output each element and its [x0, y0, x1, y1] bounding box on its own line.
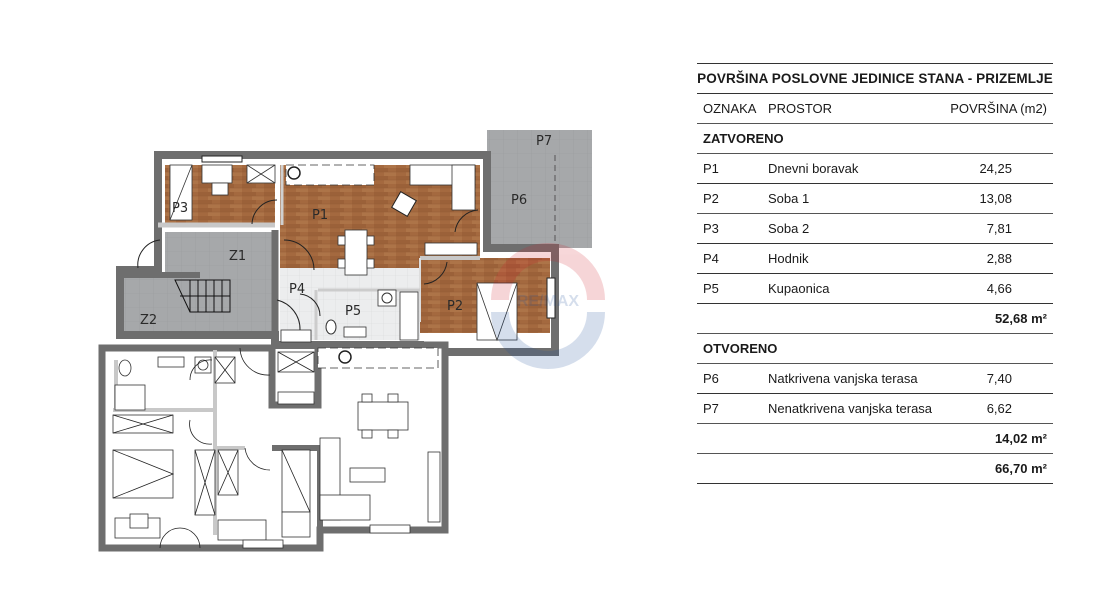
room-label-p2: P2	[447, 299, 463, 314]
subtotal-open: 14,02 m²	[697, 424, 1053, 454]
table-row: P6 Natkrivena vanjska terasa 7,40	[697, 364, 1053, 394]
subtotal-closed: 52,68 m²	[697, 304, 1053, 334]
room-label-p7: P7	[536, 134, 552, 149]
lower-unit	[98, 341, 449, 552]
table-row: P2 Soba 1 13,08	[697, 184, 1053, 214]
header-space: PROSTOR	[768, 101, 833, 116]
total-area: 66,70 m²	[697, 454, 1053, 484]
room-label-z2: Z2	[140, 313, 157, 328]
table-header: OZNAKA PROSTOR POVRŠINA (m2)	[697, 94, 1053, 124]
room-label-p3: P3	[172, 201, 188, 216]
table-row: P5 Kupaonica 4,66	[697, 274, 1053, 304]
room-label-p6: P6	[511, 193, 527, 208]
header-code: OZNAKA	[703, 101, 757, 116]
table-row: P7 Nenatkrivena vanjska terasa 6,62	[697, 394, 1053, 424]
table-row: P3 Soba 2 7,81	[697, 214, 1053, 244]
header-area: POVRŠINA (m2)	[950, 101, 1047, 116]
section-open: OTVORENO	[697, 334, 1053, 364]
table-title: POVRŠINA POSLOVNE JEDINICE STANA - PRIZE…	[697, 63, 1053, 94]
room-label-z1: Z1	[229, 249, 246, 264]
terrace	[487, 130, 592, 248]
section-closed: ZATVORENO	[697, 124, 1053, 154]
upper-unit	[116, 151, 559, 356]
room-label-p5: P5	[345, 304, 361, 319]
area-table: POVRŠINA POSLOVNE JEDINICE STANA - PRIZE…	[697, 63, 1053, 484]
remax-watermark: RE/MAX	[491, 243, 605, 369]
table-row: P4 Hodnik 2,88	[697, 244, 1053, 274]
room-label-p4: P4	[289, 282, 305, 297]
room-label-p1: P1	[312, 208, 328, 223]
svg-text:RE/MAX: RE/MAX	[517, 293, 580, 310]
table-row: P1 Dnevni boravak 24,25	[697, 154, 1053, 184]
